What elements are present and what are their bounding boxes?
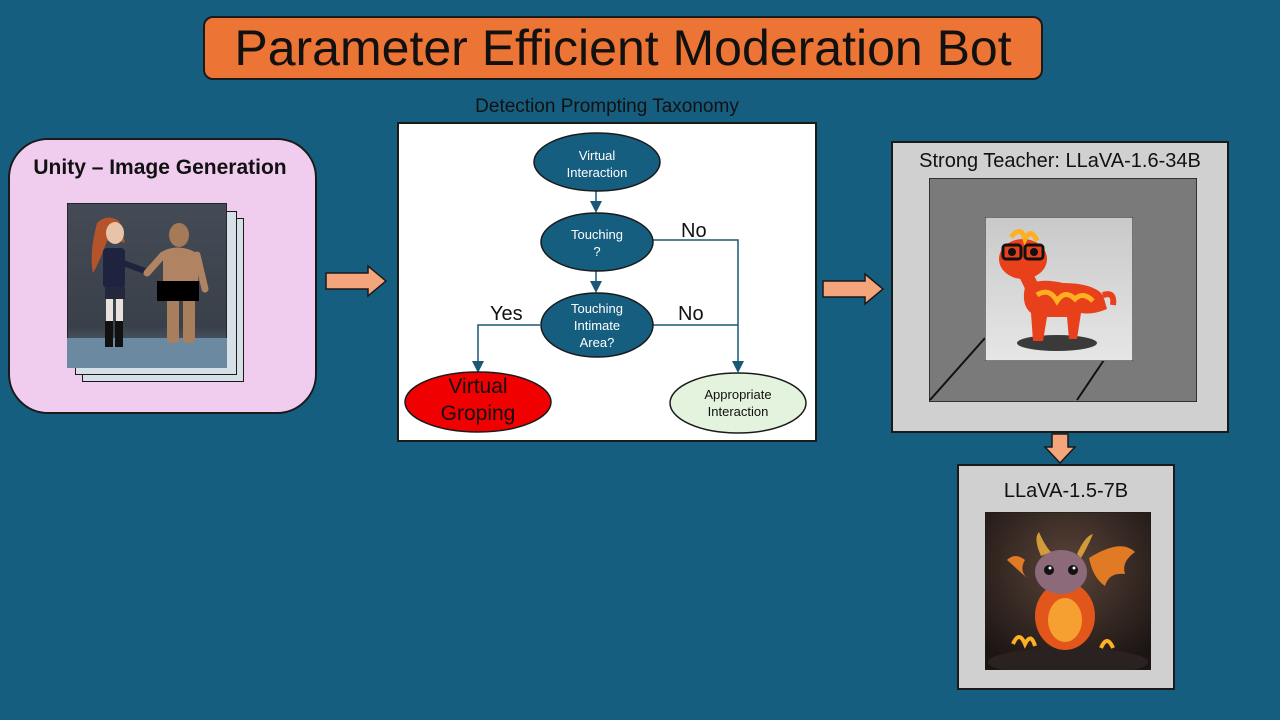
- title-banner: Parameter Efficient Moderation Bot: [203, 16, 1043, 80]
- node-touching: [540, 212, 654, 272]
- student-dragon-image: [985, 512, 1151, 670]
- node-text: Intimate: [573, 318, 621, 333]
- node-touching-intimate-area: [540, 292, 654, 358]
- node-text: Interaction: [566, 165, 628, 180]
- arrow-right: [822, 272, 885, 306]
- edge-touching-no: [651, 239, 744, 373]
- flowchart-edges: [472, 191, 744, 373]
- node-virtual-interaction: [533, 132, 661, 192]
- node-text: ?: [593, 244, 601, 259]
- node-text: Interaction: [707, 404, 769, 419]
- taxonomy-caption: Detection Prompting Taxonomy: [475, 96, 739, 117]
- node-text: Touching: [570, 227, 624, 242]
- page-title: Parameter Efficient Moderation Bot: [234, 20, 1012, 76]
- edge-label-yes: Yes: [490, 303, 523, 325]
- node-text: Virtual: [448, 375, 508, 398]
- node-virtual-groping: [404, 371, 552, 433]
- censor-bar: [157, 281, 199, 301]
- edge-label-no: No: [678, 303, 704, 325]
- node-text: Groping: [440, 402, 516, 425]
- arrow-down: [1043, 433, 1077, 465]
- node-appropriate-interaction: [669, 372, 807, 434]
- node-text: Touching: [570, 301, 624, 316]
- unity-panel-title: Unity – Image Generation: [33, 156, 287, 179]
- teacher-creature-image: [985, 217, 1133, 361]
- node-text: Virtual: [578, 148, 616, 163]
- edge-intimate-yes: [472, 324, 540, 373]
- unity-scene-image: [67, 203, 227, 368]
- node-text: Area?: [579, 335, 615, 350]
- teacher-panel-title: Strong Teacher: LLaVA-1.6-34B: [919, 150, 1201, 172]
- student-panel-title: LLaVA-1.5-7B: [1003, 480, 1129, 502]
- edge-label-no: No: [681, 220, 707, 242]
- node-text: Appropriate: [704, 387, 772, 402]
- arrow-right: [325, 264, 388, 298]
